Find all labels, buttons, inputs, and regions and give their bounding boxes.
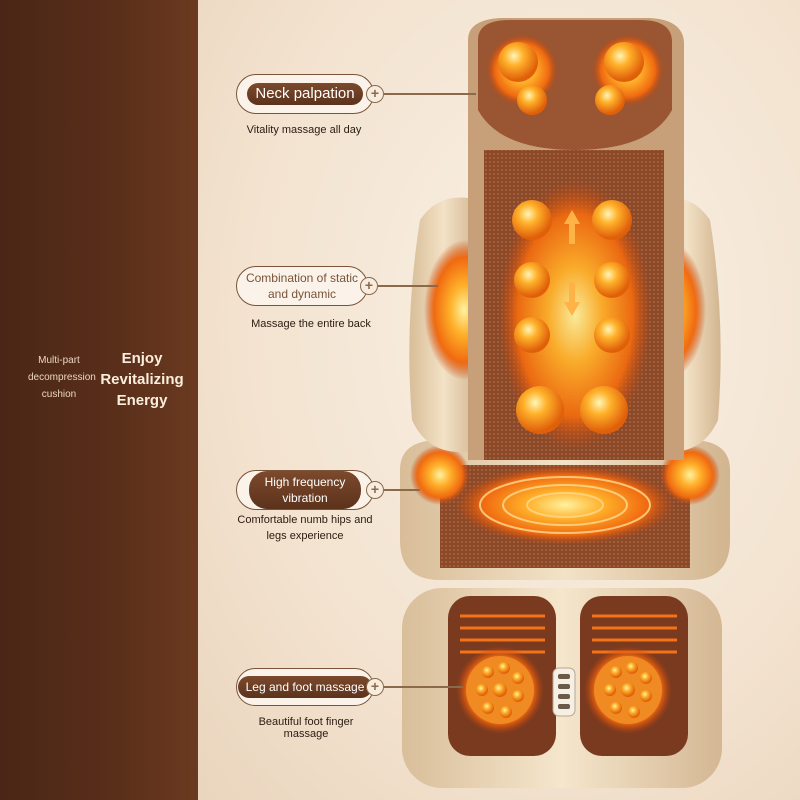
caption-decompression-cushion: Multi-part decompression cushion	[28, 355, 96, 400]
leader-line	[384, 489, 420, 491]
plus-icon: +	[366, 85, 384, 103]
massage-chair-illustration	[400, 18, 730, 788]
callout-subtitle: Beautiful foot finger massage	[258, 716, 354, 740]
callout-high-frequency: High frequency vibration +	[236, 470, 420, 510]
leader-line	[378, 285, 438, 287]
callout-subtitle: Vitality massage all day	[246, 124, 362, 136]
callout-pill: Combination of static and dynamic	[236, 266, 368, 306]
callout-pill: High frequency vibration	[236, 470, 374, 510]
leader-line	[384, 686, 464, 688]
callout-title: Combination of static and dynamic	[245, 271, 359, 301]
callout-pill: Leg and foot massage	[236, 668, 374, 706]
callout-subtitle: Comfortable numb hips and legs experienc…	[237, 514, 373, 542]
callout-title: Leg and foot massage	[237, 676, 373, 698]
callout-neck-palpation: Neck palpation +	[236, 74, 476, 114]
callout-pill: Neck palpation	[236, 74, 374, 114]
plus-icon: +	[360, 277, 378, 295]
plus-icon: +	[366, 481, 384, 499]
callout-subtitle: Massage the entire back	[251, 318, 371, 330]
left-brown-panel	[0, 0, 198, 800]
callout-title: High frequency vibration	[249, 471, 361, 509]
callout-title: Neck palpation	[247, 83, 363, 105]
caption-enjoy-energy: Enjoy Revitalizing Energy	[100, 350, 184, 409]
plus-icon: +	[366, 678, 384, 696]
leader-line	[384, 93, 476, 95]
callout-static-dynamic: Combination of static and dynamic +	[236, 266, 438, 306]
callout-leg-foot: Leg and foot massage +	[236, 668, 464, 706]
